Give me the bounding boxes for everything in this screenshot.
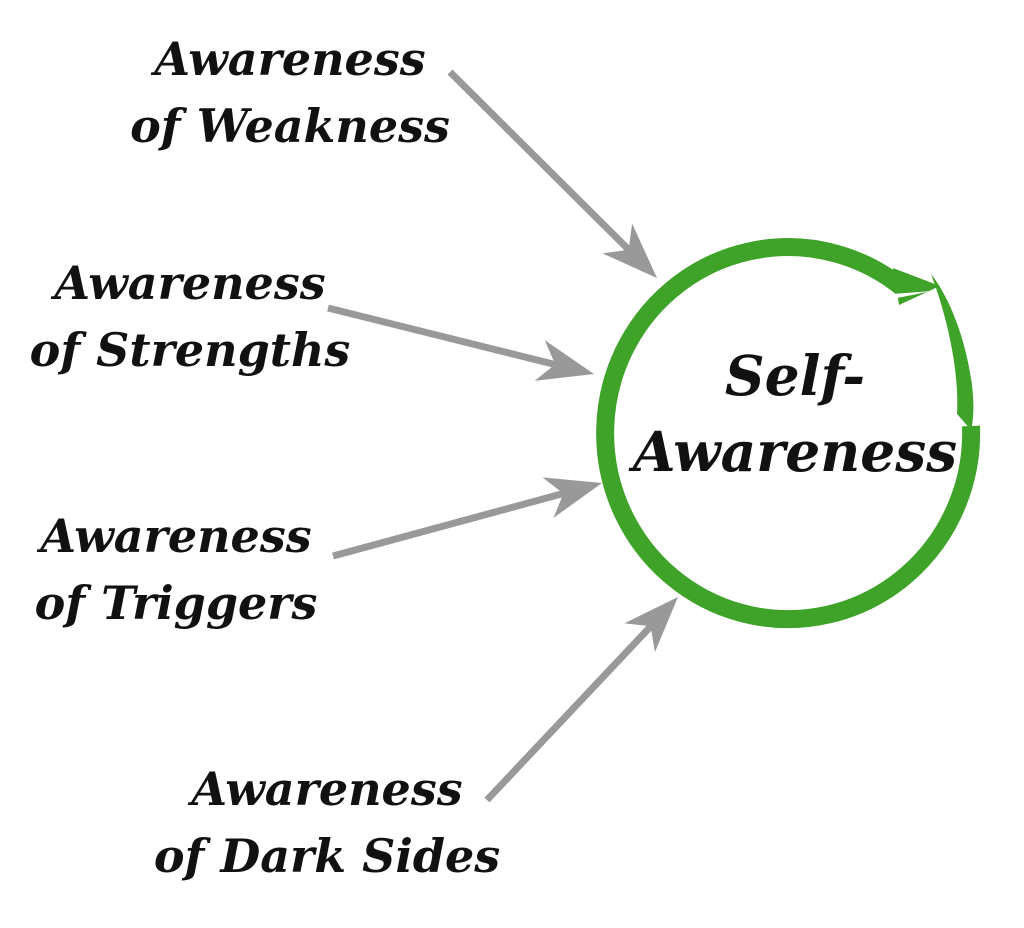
arrowhead-weakness [602, 223, 657, 278]
factor-label-weakness: Awareness of Weakness [90, 26, 490, 160]
factor-label-triggers: Awareness of Triggers [0, 503, 356, 637]
factor-dark-sides-line2: of Dark Sides [153, 829, 501, 883]
arrowhead-triggers [542, 477, 602, 518]
arrow-triggers [332, 477, 602, 560]
center-title: Self- Awareness [585, 338, 1005, 490]
arrow-strengths [327, 304, 594, 381]
arrowhead-dark-sides [624, 597, 678, 653]
arrowhead-strengths [534, 340, 594, 381]
factor-strengths-line2: of Strengths [29, 323, 351, 377]
arrow-dark-sides [484, 597, 678, 803]
factor-triggers-line2: of Triggers [34, 576, 318, 630]
factor-triggers-line1: Awareness [40, 509, 312, 563]
circle-brush-end [893, 268, 940, 305]
center-title-line1: Self- [724, 343, 866, 408]
circle-brush-tail [931, 274, 974, 430]
arrow-weakness [447, 69, 657, 278]
factor-weakness-line1: Awareness [154, 32, 426, 86]
circle-brush-fork-notch [880, 291, 932, 301]
factor-label-dark-sides: Awareness of Dark Sides [117, 756, 537, 890]
factor-dark-sides-line1: Awareness [191, 762, 463, 816]
center-title-line2: Awareness [632, 419, 958, 484]
factor-weakness-line2: of Weakness [130, 99, 450, 153]
factor-strengths-line1: Awareness [54, 256, 326, 310]
self-awareness-circle [596, 238, 981, 629]
factor-label-strengths: Awareness of Strengths [0, 250, 380, 384]
